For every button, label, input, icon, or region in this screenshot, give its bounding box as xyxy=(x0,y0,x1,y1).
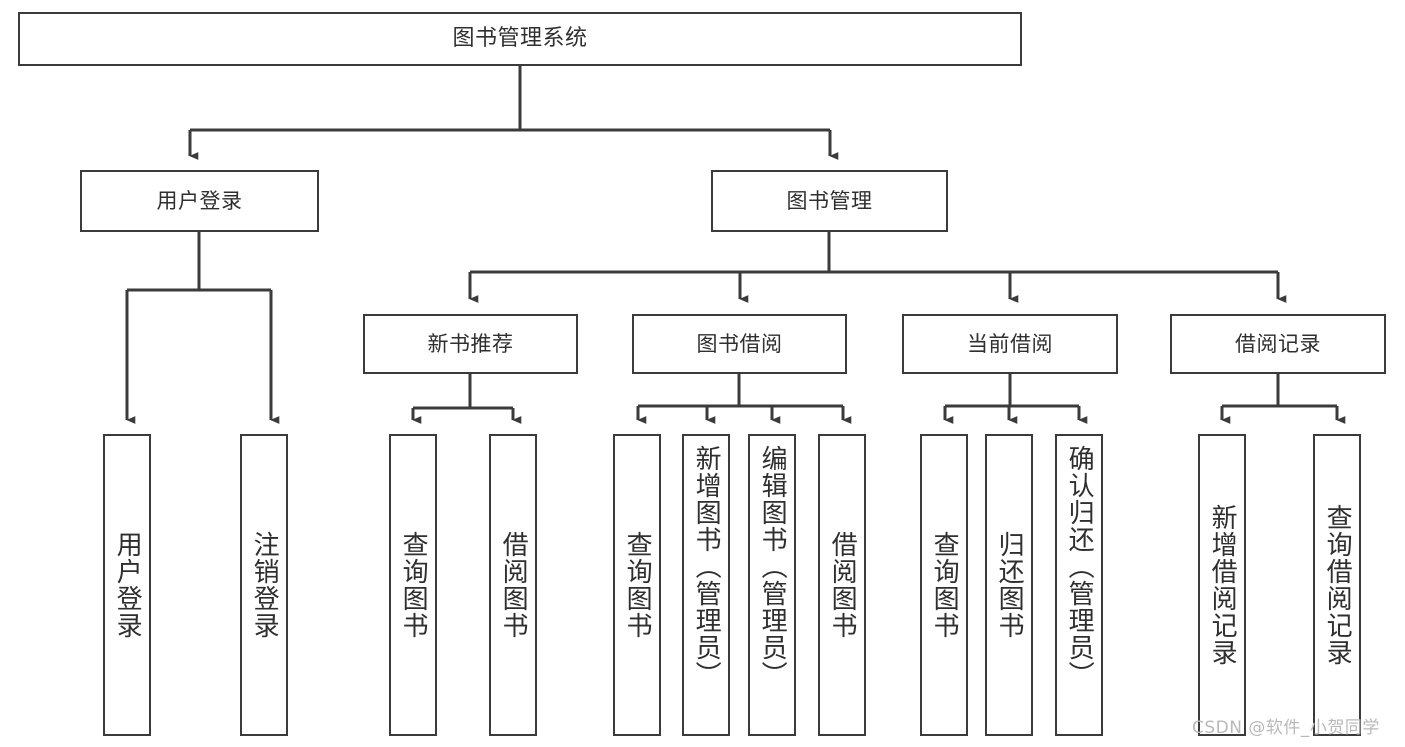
leaf-user-login[interactable]: 用户登录 xyxy=(103,434,151,736)
node-label: 新增图书（管理员） xyxy=(691,445,722,688)
leaf-user-logout[interactable]: 注销登录 xyxy=(240,434,288,736)
node-root[interactable]: 图书管理系统 xyxy=(18,12,1022,66)
node-user-login[interactable]: 用户登录 xyxy=(80,170,319,232)
node-label: 图书管理 xyxy=(786,188,873,213)
node-label: 查询图书 xyxy=(929,531,960,639)
leaf-current-query[interactable]: 查询图书 xyxy=(920,434,968,736)
node-label: 确认归还（管理员） xyxy=(1064,445,1095,688)
leaf-borrow-add-admin[interactable]: 新增图书（管理员） xyxy=(682,434,730,736)
node-current-borrow[interactable]: 当前借阅 xyxy=(902,314,1118,374)
node-new-book-recommend[interactable]: 新书推荐 xyxy=(363,314,578,374)
node-label: 查询借阅记录 xyxy=(1322,504,1353,666)
node-label: 查询图书 xyxy=(398,531,429,639)
node-label: 图书借阅 xyxy=(696,331,783,356)
leaf-borrow-edit-admin[interactable]: 编辑图书（管理员） xyxy=(748,434,796,736)
leaf-borrow-book[interactable]: 借阅图书 xyxy=(818,434,866,736)
node-borrow-record[interactable]: 借阅记录 xyxy=(1170,314,1386,374)
node-label: 新书推荐 xyxy=(427,331,514,356)
node-label: 借阅图书 xyxy=(827,531,858,639)
leaf-borrow-query[interactable]: 查询图书 xyxy=(613,434,661,736)
leaf-record-add[interactable]: 新增借阅记录 xyxy=(1198,434,1246,736)
node-label: 用户登录 xyxy=(156,188,243,213)
node-label: 注销登录 xyxy=(249,531,280,639)
csdn-watermark: CSDN @软件_小贺同学 xyxy=(1192,718,1380,738)
leaf-current-confirm-admin[interactable]: 确认归还（管理员） xyxy=(1055,434,1103,736)
node-label: 新增借阅记录 xyxy=(1207,504,1238,666)
node-label: 用户登录 xyxy=(112,531,143,639)
leaf-current-return[interactable]: 归还图书 xyxy=(985,434,1033,736)
node-label: 归还图书 xyxy=(994,531,1025,639)
node-label: 借阅图书 xyxy=(498,531,529,639)
node-book-manage[interactable]: 图书管理 xyxy=(711,170,948,232)
node-label: 查询图书 xyxy=(622,531,653,639)
node-label: 图书管理系统 xyxy=(452,26,588,52)
leaf-record-query[interactable]: 查询借阅记录 xyxy=(1313,434,1361,736)
node-label: 当前借阅 xyxy=(967,331,1053,356)
leaf-newbook-borrow[interactable]: 借阅图书 xyxy=(489,434,537,736)
node-book-borrow[interactable]: 图书借阅 xyxy=(632,314,847,374)
leaf-newbook-query[interactable]: 查询图书 xyxy=(389,434,437,736)
node-label: 借阅记录 xyxy=(1235,331,1321,356)
node-label: 编辑图书（管理员） xyxy=(757,445,788,688)
